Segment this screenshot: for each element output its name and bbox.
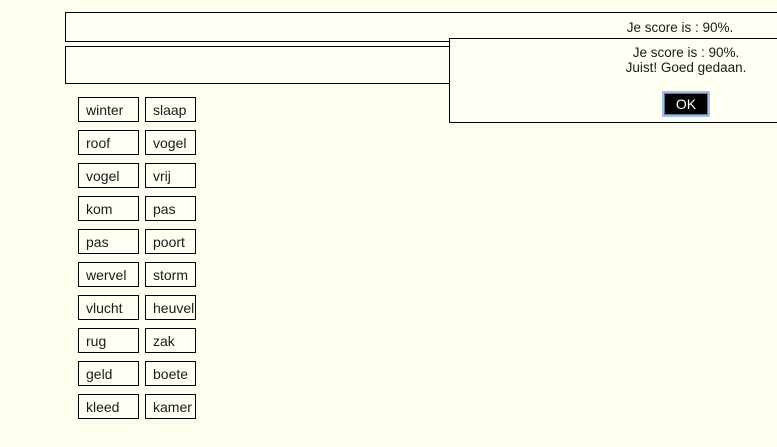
word-button-left-3[interactable]: kom	[78, 196, 139, 221]
word-button-right-5[interactable]: storm	[145, 262, 196, 287]
dialog-feedback-line: Juist! Goed gedaan.	[625, 60, 747, 75]
word-column-left: winter roof vogel kom pas wervel vlucht rug geld…	[78, 97, 139, 427]
word-button-left-6[interactable]: vlucht	[78, 295, 139, 320]
word-button-right-8[interactable]: boete	[145, 361, 196, 386]
word-button-left-7[interactable]: rug	[78, 328, 139, 353]
word-button-right-3[interactable]: pas	[145, 196, 196, 221]
word-button-right-4[interactable]: poort	[145, 229, 196, 254]
word-button-right-1[interactable]: vogel	[145, 130, 196, 155]
score-text: Je score is : 90%.	[626, 19, 734, 35]
word-button-left-2[interactable]: vogel	[78, 163, 139, 188]
word-button-right-6[interactable]: heuvel	[145, 295, 196, 320]
word-button-right-7[interactable]: zak	[145, 328, 196, 353]
word-button-left-0[interactable]: winter	[78, 97, 139, 122]
word-button-right-9[interactable]: kamer	[145, 394, 196, 419]
result-dialog: Je score is : 90%. Juist! Goed gedaan. O…	[449, 38, 777, 123]
ok-button[interactable]: OK	[661, 91, 711, 117]
word-button-right-0[interactable]: slaap	[145, 97, 196, 122]
word-button-left-1[interactable]: roof	[78, 130, 139, 155]
word-button-right-2[interactable]: vrij	[145, 163, 196, 188]
word-button-left-4[interactable]: pas	[78, 229, 139, 254]
score-bar: Je score is : 90%.	[65, 12, 777, 42]
dialog-score-line: Je score is : 90%.	[632, 45, 740, 60]
word-column-right: slaap vogel vrij pas poort storm heuvel zak boet…	[145, 97, 196, 427]
word-button-left-5[interactable]: wervel	[78, 262, 139, 287]
word-button-left-8[interactable]: geld	[78, 361, 139, 386]
word-button-left-9[interactable]: kleed	[78, 394, 139, 419]
